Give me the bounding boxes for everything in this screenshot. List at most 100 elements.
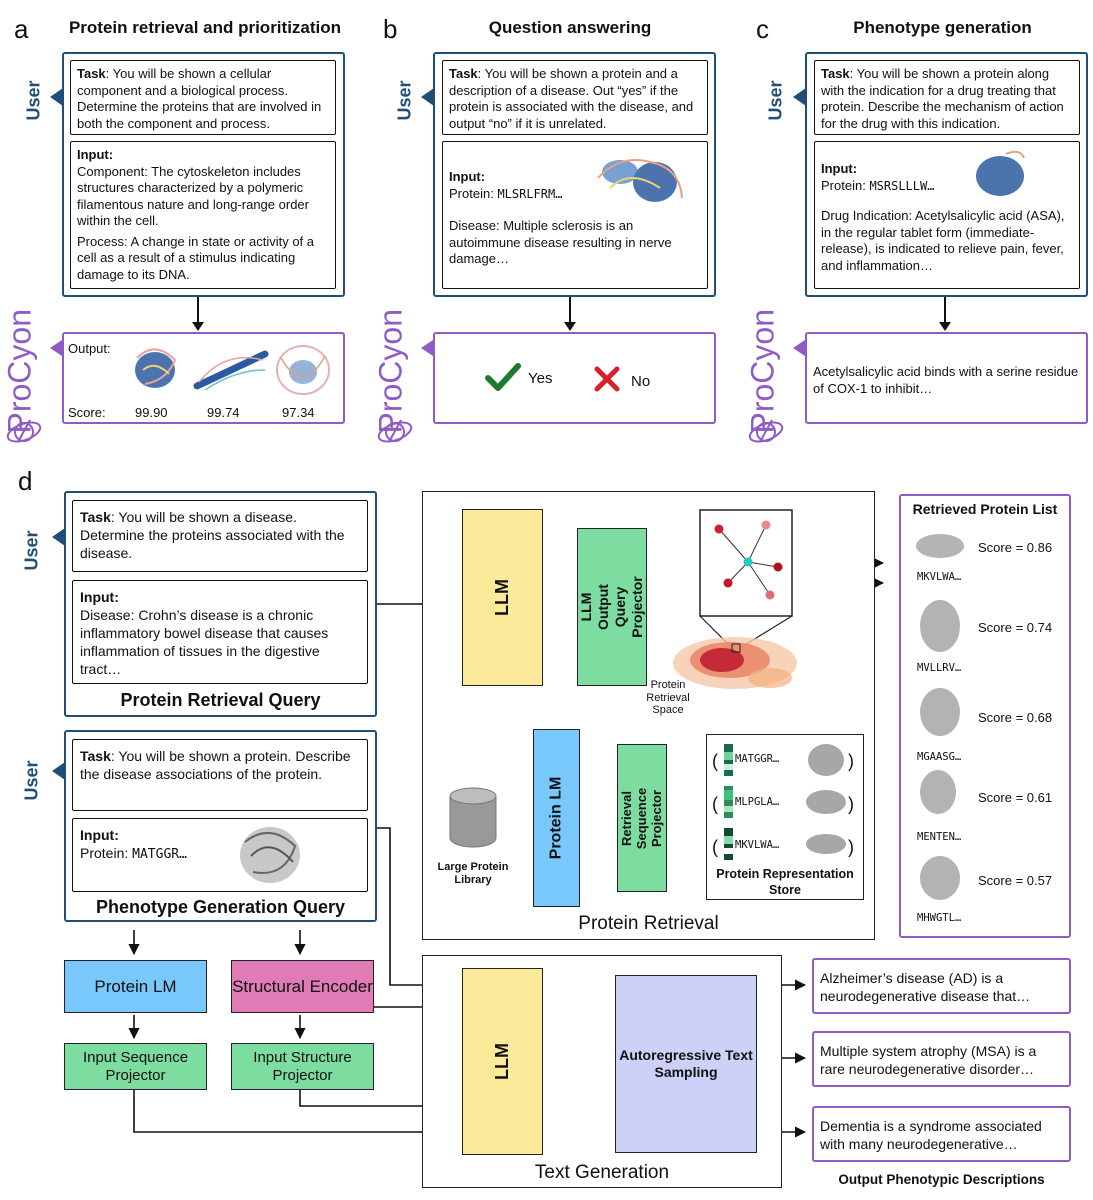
store-entry-seq: MLPGLA… [735,796,780,808]
autoregressive-sampling-block: Autoregressive Text Sampling [615,975,757,1153]
input-label: Input: [449,169,486,184]
task-text: : You will be shown a cellular component… [77,66,322,131]
task-label: Task [80,748,111,764]
speech-pointer [793,340,805,356]
task-text: : You will be shown a disease. Determine… [80,509,345,561]
text-generation-caption: Text Generation [534,1162,670,1183]
input-box: Input: Protein: MSRSLLLW… Drug Indicatio… [814,141,1080,289]
panel-c-letter: c [756,14,769,44]
task-label: Task [821,66,850,81]
panel-b-letter: b [383,14,398,44]
procyon-logo-icon [748,419,784,443]
no-label: No [631,373,651,390]
disease-text: Disease: Multiple sclerosis is an autoim… [449,218,672,266]
retrieval-query-caption: Protein Retrieval Query [120,690,321,710]
output-description: Multiple system atrophy (MSA) is a rare … [812,1031,1071,1087]
protein-sequence: MSRSLLLW… [869,178,935,193]
protein-structure-image [240,827,300,883]
retrieved-score: Score = 0.68 [978,710,1053,725]
input-text: Disease: Crohn’s disease is a chronic in… [80,607,329,677]
protein-label: Protein: [821,177,866,193]
protein-retrieval-caption: Protein Retrieval [578,913,719,934]
task-label: Task [449,66,478,81]
process-text: Process: A change in state or activity o… [77,233,315,282]
speech-pointer [421,340,433,356]
input-label: Input: [77,147,114,162]
output-description: Dementia is a syndrome associated with m… [812,1106,1071,1162]
input-box: Input: Component: The cytoskeleton inclu… [70,141,336,289]
task-text: : You will be shown a protein along with… [821,66,1064,131]
speech-pointer [793,88,806,106]
library-label: Large Protein Library [437,861,509,886]
arrow-shaft [944,297,946,325]
task-box: Task: You will be shown a protein. Descr… [72,739,368,811]
score-value: 99.90 [135,405,168,420]
panel-d-letter: d [18,466,33,496]
protein-label: Protein: [80,845,129,861]
component-text: Component: The cytoskeleton includes str… [77,163,309,229]
retrieved-score: Score = 0.61 [978,790,1053,805]
panel-b-title: Question answering [488,18,652,37]
cross-icon [594,366,620,392]
arrow-head [564,322,576,331]
input-box: Input: Protein: MATGGR… [72,818,368,892]
panel-b-output-box [433,332,716,424]
protein-structure-images [135,345,330,395]
retrieved-list-title: Retrieved Protein List [912,501,1058,517]
task-text: : You will be shown a protein. Describe … [80,748,351,782]
panel-c-output-box: Acetylsalicylic acid binds with a serine… [805,332,1088,424]
svg-text:(: ( [712,837,718,857]
retrieved-score: Score = 0.74 [978,620,1053,635]
store-entry-seq: MKVLWA… [735,839,780,851]
procyon-logo-icon [377,419,413,443]
store-entry-graphics: () () () [712,744,854,860]
protein-sequence: MLSRLFRM… [497,186,563,201]
protein-label: Protein: [449,185,494,201]
llm-output-query-projector: LLM Output Query Projector [577,528,647,686]
task-box: Task: You will be shown a protein and a … [442,60,708,135]
retrieval-sequence-projector: Retrieval Sequence Projector [617,744,667,892]
output-description: Alzheimer’s disease (AD) is a neurodegen… [812,958,1071,1014]
procyon-logo-icon [6,419,42,443]
protein-structure-1 [135,348,177,388]
arrow-head [192,322,204,331]
retrieval-protein-lm-block: Protein LM [533,729,580,907]
input-label: Input: [80,589,119,605]
svg-text:(: ( [712,751,718,771]
retrieved-seq: MGAASG… [917,751,962,763]
panel-a-title: Protein retrieval and prioritization [68,18,342,37]
svg-text:): ) [848,751,854,771]
retrieved-seq: MKVLWA… [917,571,962,583]
indication-text: Drug Indication: Acetylsalicylic acid (A… [821,208,1065,273]
retrieved-seq: MENTEN… [917,831,962,843]
task-box: Task: You will be shown a protein along … [814,60,1080,135]
retrieval-llm-block: LLM [462,509,543,686]
speech-pointer [52,762,65,780]
protein-sequence: MATGGR… [132,847,187,862]
retrieved-seq: MHWGTL… [917,912,962,924]
generation-query-caption: Phenotype Generation Query [95,897,346,917]
arrow-shaft [569,297,571,325]
task-label: Task [77,66,106,81]
task-box: Task: You will be shown a cellular compo… [70,60,336,135]
protein-structure-image [597,159,683,202]
protein-structure-2 [193,350,269,391]
retrieval-space-label: Protein Retrieval Space [646,679,690,716]
protein-retrieval-space [673,509,797,689]
input-structure-projector: Input Structure Projector [231,1043,374,1090]
input-label: Input: [821,161,858,176]
input-sequence-projector: Input Sequence Projector [64,1043,207,1090]
retrieved-score: Score = 0.57 [978,873,1053,888]
protein-structure-image [976,150,1025,196]
input-box: Input: Protein: MLSRLFRM… Disease: Multi… [442,141,708,289]
panel-a-letter: a [14,14,29,44]
retrieved-score: Score = 0.86 [978,540,1053,555]
checkmark-icon [485,363,521,391]
task-box: Task: You will be shown a disease. Deter… [72,500,368,572]
output-text: Acetylsalicylic acid binds with a serine… [813,364,1079,396]
speech-pointer [50,340,62,356]
svg-text:(: ( [712,794,718,814]
task-label: Task [80,509,111,525]
speech-pointer [421,88,434,106]
arrow-shaft [197,297,199,325]
